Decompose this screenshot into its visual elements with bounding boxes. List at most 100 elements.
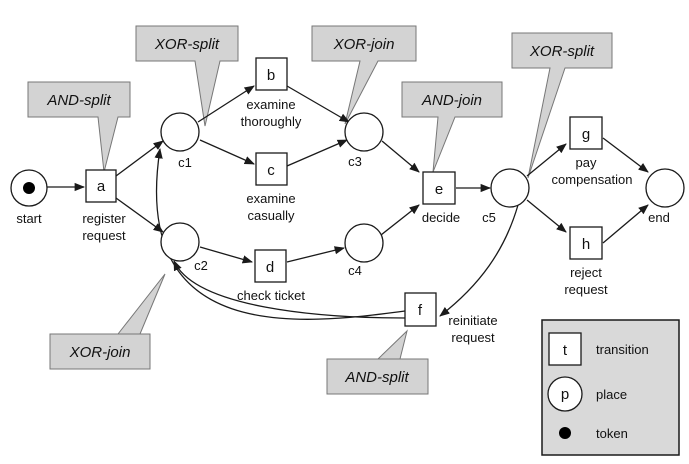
legend-token-label: token bbox=[596, 426, 628, 441]
callout-and-split-bottom: AND-split bbox=[326, 329, 429, 395]
place-label: end bbox=[648, 210, 670, 225]
legend-place: p place bbox=[547, 376, 627, 412]
callout-xor-join-bottom: XOR-join bbox=[49, 273, 166, 370]
transition-a: a register request bbox=[82, 169, 126, 243]
transition-b: b examine thoroughly bbox=[241, 57, 302, 129]
transition-label-line2: compensation bbox=[552, 172, 633, 187]
place-label: c4 bbox=[348, 263, 362, 278]
arc-b-c3 bbox=[286, 85, 350, 123]
transition-box bbox=[254, 249, 287, 283]
place-end: end bbox=[645, 168, 685, 225]
arc-c1-b bbox=[197, 85, 255, 123]
transition-d: d check ticket bbox=[237, 249, 305, 303]
place-c3: c3 bbox=[344, 112, 384, 169]
legend-place-label: place bbox=[596, 387, 627, 402]
transition-label-line2: request bbox=[82, 228, 126, 243]
arc-c1-c bbox=[199, 139, 255, 165]
transition-letter: b bbox=[267, 67, 275, 84]
place-circle bbox=[344, 223, 384, 263]
transition-label-line2: thoroughly bbox=[241, 114, 302, 129]
place-label: c3 bbox=[348, 154, 362, 169]
place-c4: c4 bbox=[344, 223, 384, 278]
transition-label-line2: request bbox=[564, 282, 608, 297]
arc-h-end bbox=[602, 204, 649, 244]
place-c2: c2 bbox=[160, 222, 208, 273]
place-circle bbox=[160, 112, 200, 152]
transition-box bbox=[85, 169, 117, 203]
arc-f-c2 bbox=[173, 260, 406, 319]
transition-label-line2: casually bbox=[248, 208, 295, 223]
callout-label: AND-split bbox=[344, 369, 409, 386]
place-start: start bbox=[10, 169, 48, 226]
arc-c3-e bbox=[381, 140, 420, 173]
arc-g-end bbox=[602, 137, 649, 173]
legend-place-letter: p bbox=[561, 386, 569, 403]
transition-label-line2: request bbox=[451, 330, 495, 345]
place-c5: c5 bbox=[482, 168, 530, 225]
callout-xor-join-top: XOR-join bbox=[311, 25, 417, 125]
transition-box bbox=[404, 292, 437, 327]
callout-label: XOR-split bbox=[529, 43, 595, 60]
legend-place-symbol bbox=[547, 376, 583, 412]
transition-box bbox=[422, 171, 456, 205]
transition-box bbox=[569, 226, 603, 260]
arc-c5-g bbox=[526, 143, 567, 177]
transition-label-line1: examine bbox=[246, 191, 295, 206]
arc-c5-f bbox=[439, 204, 519, 317]
transition-letter: c bbox=[267, 162, 275, 179]
legend-token-symbol bbox=[559, 427, 571, 439]
legend-token: token bbox=[559, 426, 628, 441]
transition-label-line1: register bbox=[82, 211, 126, 226]
arc-a-c1 bbox=[115, 140, 164, 177]
transition-label-line1: reinitiate bbox=[448, 313, 497, 328]
callout-label: AND-join bbox=[421, 92, 482, 109]
transition-h: h reject request bbox=[564, 226, 608, 297]
transition-label-line1: examine bbox=[246, 97, 295, 112]
legend-transition: t transition bbox=[548, 332, 649, 366]
transition-letter: f bbox=[418, 302, 423, 319]
transition-letter: h bbox=[582, 236, 590, 253]
transition-letter: g bbox=[582, 126, 590, 143]
callout-label: XOR-join bbox=[69, 344, 131, 361]
arc-c4-e bbox=[380, 204, 420, 236]
arcs bbox=[47, 85, 649, 320]
callout-xor-split-right: XOR-split bbox=[511, 32, 613, 179]
transition-box bbox=[255, 152, 288, 186]
callout-and-split-top: AND-split bbox=[27, 81, 131, 173]
transition-box bbox=[569, 116, 603, 150]
callout-xor-split-left: XOR-split bbox=[135, 25, 239, 127]
place-label: c2 bbox=[194, 258, 208, 273]
arc-c5-h bbox=[526, 199, 567, 233]
transition-letter: d bbox=[266, 259, 274, 276]
arc-c-c3 bbox=[286, 139, 348, 167]
place-circle bbox=[344, 112, 384, 152]
callout-and-join: AND-join bbox=[401, 81, 503, 173]
callout-label: XOR-split bbox=[154, 36, 220, 53]
transition-label-line1: decide bbox=[422, 210, 460, 225]
transition-label-line1: pay bbox=[576, 155, 597, 170]
legend-transition-symbol bbox=[548, 332, 582, 366]
callout-label: AND-split bbox=[46, 92, 111, 109]
transition-label-line1: reject bbox=[570, 265, 602, 280]
place-circle bbox=[490, 168, 530, 208]
transition-label-line1: check ticket bbox=[237, 288, 305, 303]
place-c1: c1 bbox=[160, 112, 200, 170]
token-dot bbox=[23, 182, 35, 194]
callout-label: XOR-join bbox=[333, 36, 395, 53]
transition-letter: e bbox=[435, 181, 443, 198]
legend: t transition p place token bbox=[541, 319, 680, 456]
legend-transition-label: transition bbox=[596, 342, 649, 357]
place-label: c5 bbox=[482, 210, 496, 225]
transition-c: c examine casually bbox=[246, 152, 296, 223]
place-circle bbox=[160, 222, 200, 262]
transition-box bbox=[255, 57, 288, 91]
arc-a-c2 bbox=[115, 197, 164, 233]
arc-d-c4 bbox=[286, 246, 346, 263]
transition-letter: a bbox=[97, 178, 106, 195]
place-circle bbox=[645, 168, 685, 208]
legend-transition-letter: t bbox=[563, 342, 568, 359]
arc-c2-d bbox=[199, 246, 253, 264]
transition-g: g pay compensation bbox=[552, 116, 633, 187]
transition-f: f reinitiate request bbox=[404, 292, 498, 345]
place-label: start bbox=[16, 211, 42, 226]
